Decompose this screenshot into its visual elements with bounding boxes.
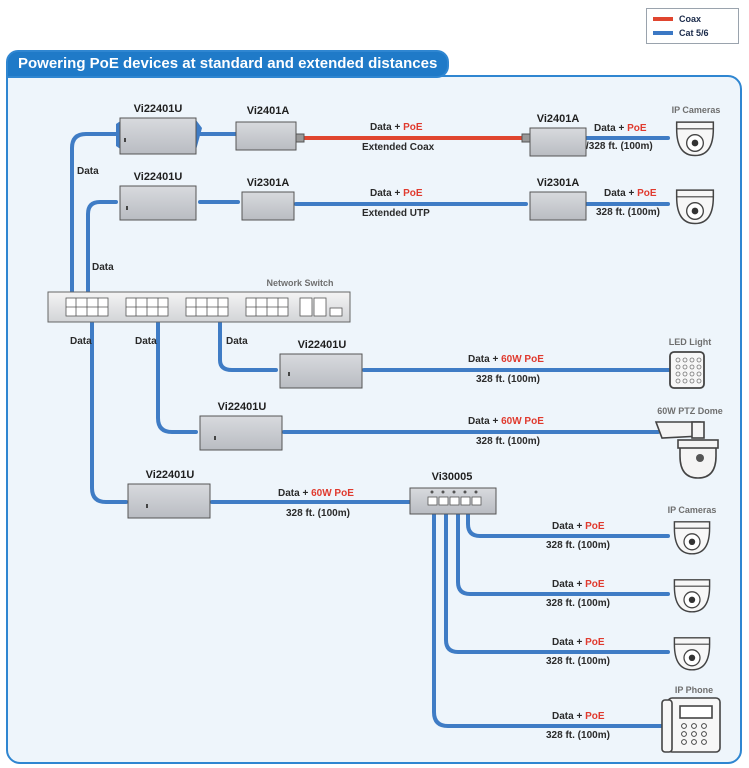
link-label: Data + PoE [370, 188, 423, 199]
page-title: Powering PoE devices at standard and ext… [6, 50, 450, 78]
device-label: Vi22401U [134, 103, 183, 115]
distance-label: 328 ft. (100m) [546, 730, 610, 741]
device-label: Vi2301A [247, 177, 290, 189]
cable-switch-inj2 [86, 200, 118, 300]
legend: Coax Cat 5/6 [646, 8, 739, 44]
cable-cam-r1 [466, 510, 670, 538]
extender-coax-a [235, 121, 305, 151]
cat-swatch [653, 31, 673, 35]
ip-camera-icon [673, 520, 711, 555]
extender-utp-b [529, 191, 587, 221]
link-label: Data + 60W PoE [278, 488, 354, 499]
link-label: Data + PoE [604, 188, 657, 199]
device-label: Vi30005 [432, 471, 473, 483]
link-sub-label: Extended UTP [362, 208, 430, 219]
link-label: Data + PoE [552, 637, 605, 648]
distance-label: 328 ft. (100m) [546, 540, 610, 551]
cable-switch-inj-ptz [156, 316, 198, 434]
device-label: Vi22401U [298, 339, 347, 351]
device-label: Vi22401U [134, 171, 183, 183]
distance-label: 328 ft. (100m) [476, 436, 540, 447]
distance-label: 328 ft. (100m) [286, 508, 350, 519]
switch-label: Network Switch [266, 278, 333, 288]
distance-label: 328 ft. (100m) [596, 207, 660, 218]
injector-top2 [119, 185, 197, 221]
legend-cat: Cat 5/6 [653, 27, 709, 39]
cable-cam-r3 [444, 510, 670, 654]
cable-switch-inj1 [70, 132, 118, 300]
cable-switch-inj-sw [90, 316, 128, 504]
device-label: Vi22401U [146, 469, 195, 481]
link-sub-label: Extended Coax [362, 142, 435, 153]
link-label: Data + PoE [552, 579, 605, 590]
led-light-icon [669, 351, 705, 389]
link-label: Data + 60W PoE [468, 354, 544, 365]
device-label: 60W PTZ Dome [657, 406, 723, 416]
link-label: Data + 60W PoE [468, 416, 544, 427]
injector-led [279, 353, 363, 389]
poe-switch-vi30005 [409, 487, 497, 515]
ip-camera-icon [673, 636, 711, 671]
device-label: Vi2301A [537, 177, 580, 189]
extender-utp-a [241, 191, 295, 221]
cables [70, 132, 672, 728]
device-label: IP Cameras [668, 505, 717, 515]
cable-switch-inj-led [218, 316, 278, 372]
device-label: Vi2401A [247, 105, 290, 117]
distance-label: 328 ft. (100m) [546, 656, 610, 667]
data-label: Data [226, 336, 248, 347]
cable-phone [432, 510, 666, 728]
data-label: Data [77, 166, 99, 177]
network-switch [47, 291, 351, 323]
cable-cam-r2 [456, 510, 670, 596]
data-label: Data [135, 336, 157, 347]
link-label: Data + PoE [552, 711, 605, 722]
injector-top1 [116, 117, 202, 155]
extender-coax-b [521, 127, 587, 157]
ip-camera-icon [675, 121, 715, 157]
injector-ptz [199, 415, 283, 451]
legend-coax: Coax [653, 13, 701, 25]
link-label: Data + PoE [552, 521, 605, 532]
ip-camera-icon [675, 189, 715, 225]
device-label: Vi22401U [218, 401, 267, 413]
data-label: Data [70, 336, 92, 347]
coax-swatch [653, 17, 673, 21]
distance-label: 328 ft. (100m) [546, 598, 610, 609]
distance-label: /328 ft. (100m) [586, 141, 653, 152]
ptz-dome-icon [654, 421, 719, 479]
legend-coax-label: Coax [679, 14, 702, 24]
data-label: Data [92, 262, 114, 273]
injector-poe-switch [127, 483, 211, 519]
device-label: IP Phone [675, 685, 713, 695]
legend-cat-label: Cat 5/6 [679, 28, 709, 38]
device-label: Vi2401A [537, 113, 580, 125]
ip-camera-icon [673, 578, 711, 613]
device-label: IP Cameras [672, 105, 721, 115]
distance-label: 328 ft. (100m) [476, 374, 540, 385]
link-label: Data + PoE [594, 123, 647, 134]
device-label: LED Light [669, 337, 712, 347]
link-label: Data + PoE [370, 122, 423, 133]
ip-phone-icon [661, 697, 721, 753]
